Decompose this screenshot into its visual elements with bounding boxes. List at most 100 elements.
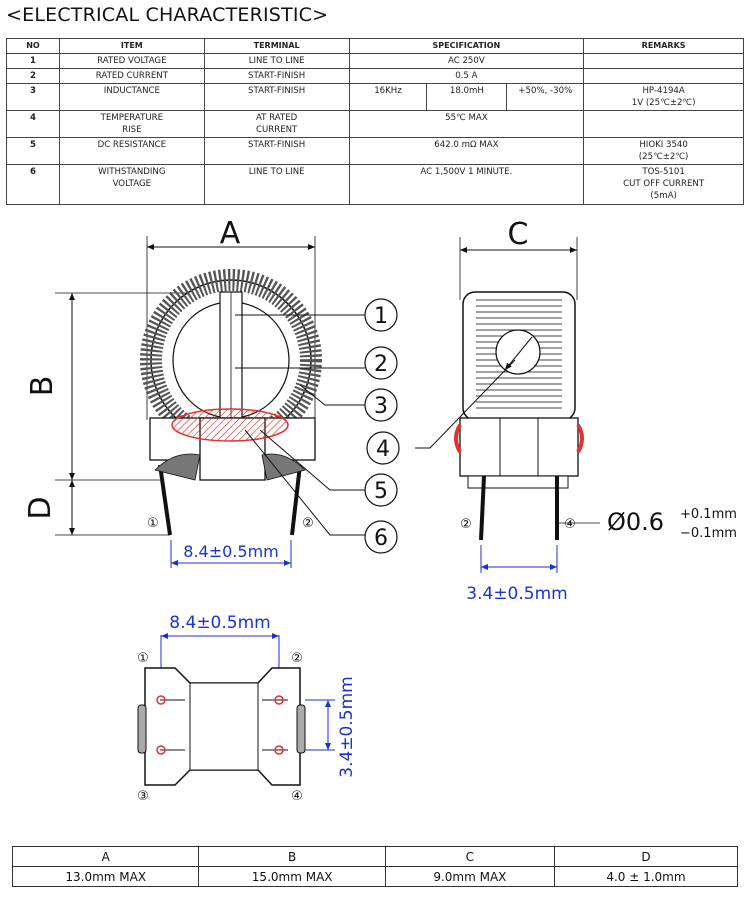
row-terminal: START-FINISH (203, 68, 350, 84)
item-line: WITHSTANDING (98, 167, 166, 177)
dims-header-row: A B C D (11, 846, 739, 867)
pin-tol-plus: +0.1mm (680, 507, 737, 522)
row-remarks (583, 110, 744, 138)
mechanical-drawing: A B D ① ② 8.4±0.5mm (23, 216, 737, 804)
pin-2-label: ② (302, 516, 314, 531)
row-item: RATED VOLTAGE (58, 53, 205, 69)
front-view: A B D ① ② 8.4±0.5mm (23, 216, 398, 568)
row-remarks (583, 68, 744, 84)
header-specification: SPECIFICATION (348, 38, 585, 54)
bottom-pitch-h-label: 8.4±0.5mm (169, 613, 270, 633)
row-spec: 55℃ MAX (348, 110, 585, 138)
bottom-pin-1-label: ① (137, 651, 149, 666)
dims-value-row: 13.0mm MAX 15.0mm MAX 9.0mm MAX 4.0 ± 1.… (11, 866, 739, 887)
svg-text:4: 4 (376, 437, 390, 462)
dims-header: A (11, 846, 200, 867)
row-terminal: AT RATED CURRENT (203, 110, 350, 138)
side-pin-2-label: ② (460, 517, 472, 532)
toroid-winding (140, 269, 322, 451)
row-no: 4 (6, 110, 60, 138)
table-row: 2 RATED CURRENT START-FINISH 0.5 A (6, 68, 744, 84)
callout-6: 6 (364, 520, 398, 554)
pin-diameter-label: Ø0.6 (607, 508, 664, 536)
dims-value: 9.0mm MAX (384, 866, 555, 887)
row-terminal: START-FINISH (203, 137, 350, 165)
header-item: ITEM (58, 38, 205, 54)
dim-c-label: C (508, 217, 529, 252)
row-no: 2 (6, 68, 60, 84)
dim-a-label: A (220, 216, 241, 251)
row-spec-frequency: 16KHz (348, 83, 428, 111)
row-no: 6 (6, 164, 60, 205)
table-row: 3 INDUCTANCE START-FINISH 16KHz 18.0mH +… (6, 83, 744, 111)
side-pitch-label: 3.4±0.5mm (466, 584, 567, 604)
dims-value: 15.0mm MAX (198, 866, 386, 887)
dim-d-label: D (23, 496, 58, 519)
item-line: TEMPERATURE (100, 113, 164, 123)
row-no: 1 (6, 53, 60, 69)
row-terminal: LINE TO LINE (203, 53, 350, 69)
bottom-pin-4-label: ④ (291, 789, 303, 804)
remarks-line: (25℃±2℃) (638, 152, 689, 162)
header-no: NO (6, 38, 60, 54)
terminal-line: CURRENT (255, 125, 298, 135)
row-remarks: TOS-5101 CUT OFF CURRENT (5mA) (583, 164, 744, 205)
remarks-line: HP-4194A (642, 86, 685, 96)
dims-header: C (384, 846, 555, 867)
bottom-pitch-v-label: 3.4±0.5mm (337, 676, 357, 777)
item-line: VOLTAGE (112, 179, 152, 189)
remarks-line: CUT OFF CURRENT (623, 179, 705, 189)
dims-value: 4.0 ± 1.0mm (553, 866, 739, 887)
table-row: 5 DC RESISTANCE START-FINISH 642.0 mΩ MA… (6, 137, 744, 165)
row-remarks: HP-4194A 1V (25℃±2℃) (583, 83, 744, 111)
side-pin-4-label: ④ (564, 517, 576, 532)
callout-2: 2 (364, 346, 398, 380)
side-view: C ② ④ 4 (366, 217, 737, 604)
callout-1: 1 (364, 298, 398, 332)
dims-header: D (553, 846, 739, 867)
row-no: 5 (6, 137, 60, 165)
item-line: RISE (122, 125, 142, 135)
row-spec-value: 18.0mH (426, 83, 508, 111)
table-row: 1 RATED VOLTAGE LINE TO LINE AC 250V (6, 53, 744, 69)
dims-value: 13.0mm MAX (11, 866, 200, 887)
terminal-line: AT RATED (255, 113, 298, 123)
pin-tol-minus: −0.1mm (680, 526, 737, 541)
svg-text:6: 6 (374, 526, 388, 551)
remarks-line: HIOKI 3540 (639, 140, 688, 150)
row-item: WITHSTANDING VOLTAGE (58, 164, 205, 205)
header-remarks: REMARKS (583, 38, 744, 54)
pin-1-label: ① (147, 516, 159, 531)
row-item: TEMPERATURE RISE (58, 110, 205, 138)
remarks-line: 1V (25℃±2℃) (631, 98, 696, 108)
dims-header: B (198, 846, 386, 867)
callout-3: 3 (364, 388, 398, 422)
row-spec: AC 1,500V 1 MINUTE. (348, 164, 585, 205)
bottom-view: 8.4±0.5mm ① ② ③ ④ 3.4±0.5mm (137, 613, 357, 804)
remarks-line: TOS-5101 (642, 167, 685, 177)
row-spec: 0.5 A (348, 68, 585, 84)
row-item: RATED CURRENT (58, 68, 205, 84)
row-no: 3 (6, 83, 60, 111)
row-spec: AC 250V (348, 53, 585, 69)
svg-text:1: 1 (374, 304, 388, 329)
row-remarks: HIOKI 3540 (25℃±2℃) (583, 137, 744, 165)
table-row: 4 TEMPERATURE RISE AT RATED CURRENT 55℃ … (6, 110, 744, 138)
table-header-row: NO ITEM TERMINAL SPECIFICATION REMARKS (6, 38, 744, 54)
front-pitch-label: 8.4±0.5mm (183, 542, 278, 561)
header-terminal: TERMINAL (203, 38, 350, 54)
page-title: <ELECTRICAL CHARACTERISTIC> (6, 4, 329, 26)
electrical-spec-table: NO ITEM TERMINAL SPECIFICATION REMARKS 1… (6, 38, 744, 205)
row-spec: 642.0 mΩ MAX (348, 137, 585, 165)
svg-text:5: 5 (374, 479, 388, 504)
row-remarks (583, 53, 744, 69)
table-row: 6 WITHSTANDING VOLTAGE LINE TO LINE AC 1… (6, 164, 744, 205)
dimension-table: A B C D 13.0mm MAX 15.0mm MAX 9.0mm MAX … (11, 846, 739, 887)
row-spec-tolerance: +50%, -30% (506, 83, 585, 111)
row-item: INDUCTANCE (58, 83, 205, 111)
row-terminal: LINE TO LINE (203, 164, 350, 205)
remarks-line: (5mA) (650, 191, 677, 201)
callout-5: 5 (364, 473, 398, 507)
row-terminal: START-FINISH (203, 83, 350, 111)
svg-text:3: 3 (374, 394, 388, 419)
